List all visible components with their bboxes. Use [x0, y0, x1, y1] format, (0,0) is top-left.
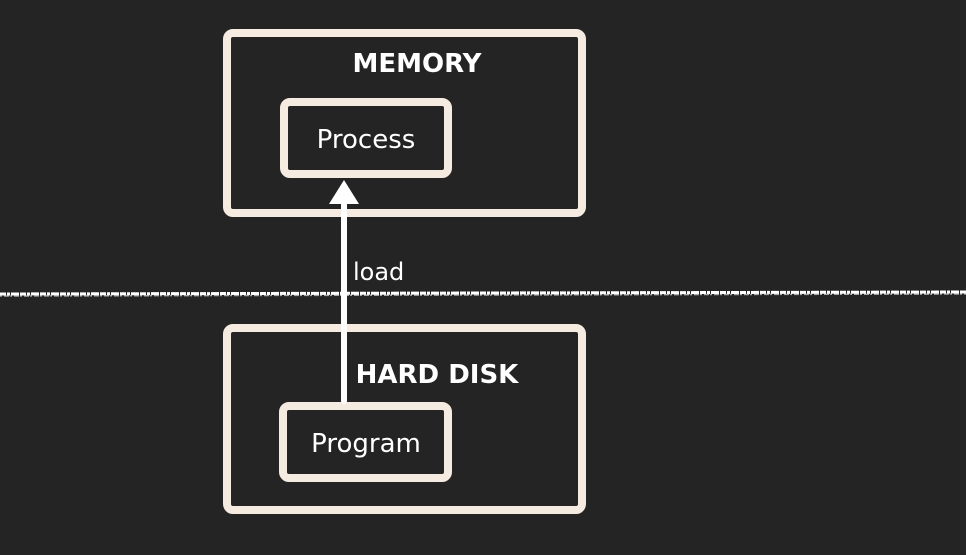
process-label: Process — [317, 125, 416, 155]
arrow-head-icon — [329, 180, 359, 204]
load-arrow — [329, 180, 359, 404]
process-box — [280, 98, 452, 178]
memory-box — [223, 29, 586, 217]
divider-line — [0, 290, 966, 297]
hard-disk-box — [223, 324, 586, 514]
hard-disk-label: HARD DISK — [356, 360, 520, 390]
memory-label: MEMORY — [352, 49, 482, 79]
arrow-label: load — [353, 258, 404, 286]
program-label: Program — [311, 429, 421, 459]
program-box — [279, 402, 452, 482]
